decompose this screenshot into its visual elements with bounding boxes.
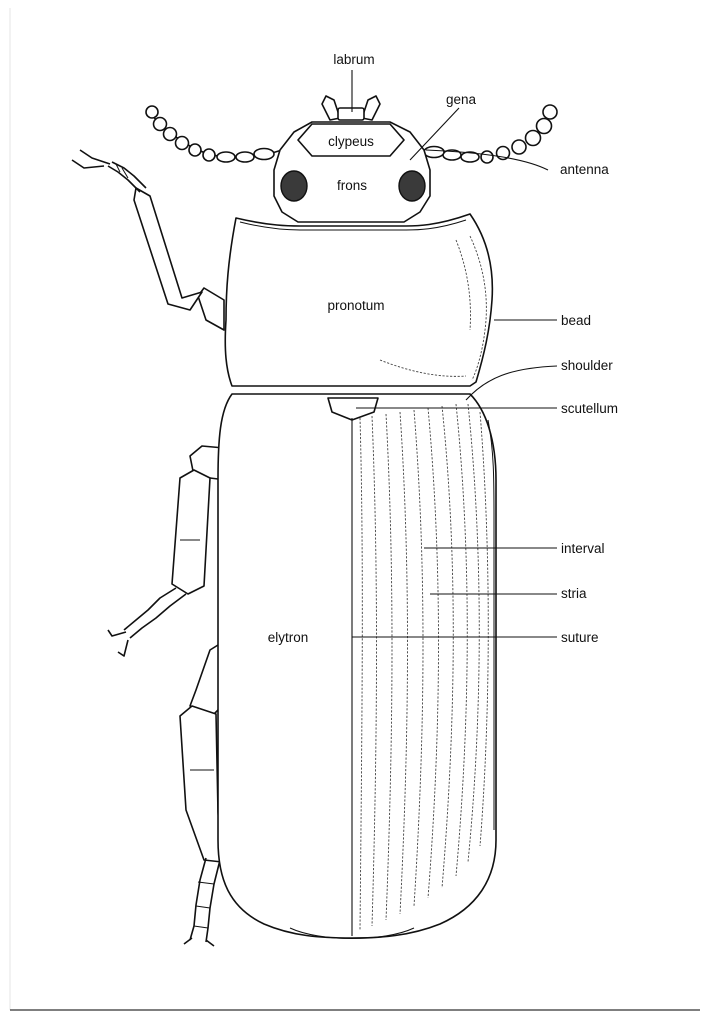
left-eye (281, 171, 307, 201)
label-suture: suture (561, 630, 599, 645)
label-pronotum: pronotum (327, 298, 384, 313)
label-scutellum: scutellum (561, 401, 618, 416)
head (274, 96, 430, 222)
label-clypeus: clypeus (328, 134, 374, 149)
labrum (338, 108, 364, 120)
front-leg (72, 150, 224, 330)
label-stria: stria (561, 586, 587, 601)
label-labrum: labrum (333, 52, 374, 67)
label-antenna: antenna (560, 162, 609, 177)
label-frons: frons (337, 178, 367, 193)
label-gena: gena (446, 92, 477, 107)
left-antenna (146, 106, 282, 162)
label-interval: interval (561, 541, 605, 556)
label-bead: bead (561, 313, 591, 328)
right-antenna (424, 105, 557, 163)
elytra (218, 394, 496, 939)
label-elytron: elytron (268, 630, 309, 645)
label-shoulder: shoulder (561, 358, 613, 373)
middle-leg (108, 446, 226, 656)
right-eye (399, 171, 425, 201)
